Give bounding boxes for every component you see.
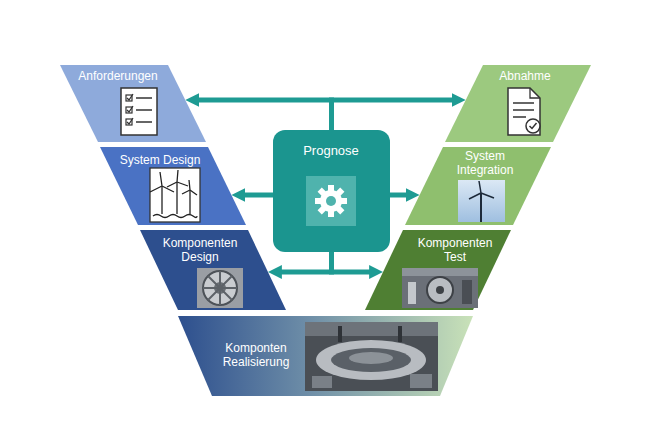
node-label: Komponten Realisierung (211, 341, 301, 369)
test-rig-photo (402, 268, 478, 308)
realisation-band: Komponten Realisierung (178, 316, 473, 396)
shape-fill (405, 147, 551, 225)
node-label: Abnahme (499, 69, 550, 83)
node-label: System Integration (445, 149, 525, 177)
document-icon (508, 88, 540, 135)
shape-fill (60, 65, 206, 142)
shape-fill (273, 130, 390, 252)
acceptance-band: Abnahme (445, 65, 591, 142)
shape-outline (178, 316, 473, 396)
component-photo (197, 268, 243, 308)
flow-arrow (276, 252, 332, 272)
gear-symbol (306, 176, 356, 226)
flow-arrow (239, 193, 273, 198)
node-label: Komponenten Test (410, 236, 500, 264)
flow-arrow (193, 100, 331, 130)
production-photo (305, 322, 438, 391)
checklist-icon (121, 88, 157, 135)
shape-fill (140, 230, 286, 310)
requirements-band: Anforderungen (60, 65, 206, 142)
node-label: Komponenten Design (155, 236, 245, 264)
text-holder: System Design (120, 153, 201, 167)
forecast-box: Prognose (273, 130, 390, 252)
text-holder: Komponenten Design (155, 236, 245, 264)
text-holder: System Integration (445, 149, 525, 177)
text-holder: Abnahme (499, 69, 550, 83)
text-holder: Anforderungen (78, 69, 157, 83)
system-design-band: System Design (100, 147, 246, 225)
shape-fill (100, 147, 246, 225)
component-design-band: Komponenten Design (140, 230, 286, 310)
turbine-photo (458, 180, 505, 222)
system-integration-band: System Integration (405, 147, 551, 225)
flow-arrow (390, 193, 412, 198)
shape-fill (445, 65, 591, 142)
node-label: Anforderungen (78, 69, 157, 83)
wind-turbine-icon (150, 168, 200, 222)
flow-arrow (332, 100, 458, 130)
shape-fill (178, 316, 473, 396)
text-holder: Komponten Realisierung (211, 341, 301, 369)
text-holder: Komponenten Test (410, 236, 500, 264)
node-label: Prognose (303, 143, 359, 158)
flow-arrow (332, 252, 376, 272)
text-holder: Prognose (303, 143, 359, 158)
node-label: System Design (120, 153, 201, 167)
